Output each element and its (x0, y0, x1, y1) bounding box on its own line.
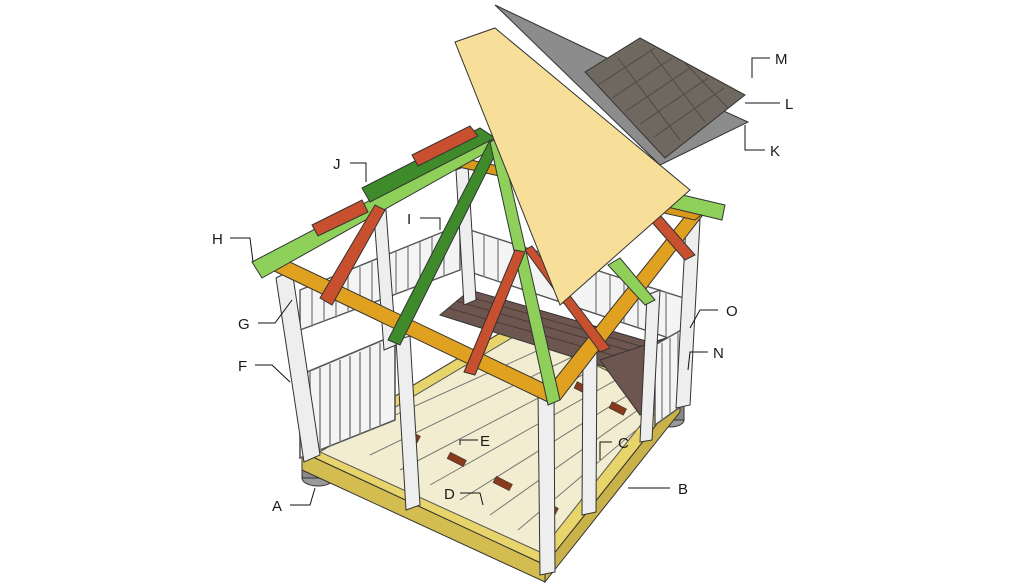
label-L: L (785, 96, 793, 113)
post-right-inner (639, 289, 661, 443)
leader-M (751, 57, 770, 78)
leader-G (258, 299, 293, 324)
label-M: M (775, 51, 788, 68)
blocking-4 (492, 475, 513, 492)
shingle-col-2 (649, 49, 706, 123)
bench-slat-2 (455, 300, 649, 357)
label-O: O (726, 303, 738, 320)
shingle-row-5 (653, 87, 725, 138)
leader-I (420, 217, 441, 230)
rafter-red-mid (463, 249, 526, 376)
leader-J (350, 162, 367, 182)
leader-F (255, 364, 291, 383)
label-J: J (333, 156, 341, 173)
shingle-row-1 (597, 47, 656, 86)
label-I: I (407, 211, 411, 228)
rafter-light-green-right (607, 257, 656, 306)
roof-sheathing-K (454, 27, 691, 306)
leader-K (744, 125, 765, 151)
shingle-row-2 (611, 57, 673, 99)
floor-frame-front-right-face (544, 393, 681, 584)
leader-E (459, 439, 478, 445)
label-F: F (238, 358, 247, 375)
leader-A (290, 487, 316, 506)
leader-H (230, 237, 254, 263)
leader-D (460, 492, 484, 506)
left-railing (299, 333, 396, 460)
label-C: C (618, 435, 629, 452)
joist-6 (489, 399, 653, 516)
hip-board-red-left (311, 199, 369, 237)
label-N: N (713, 345, 724, 362)
label-A: A (272, 498, 282, 515)
label-H: H (212, 231, 223, 248)
label-E: E (480, 433, 490, 450)
blocking-3 (446, 451, 467, 468)
label-B: B (678, 481, 688, 498)
blocking-7 (608, 401, 627, 416)
rafter-red-left (319, 204, 386, 306)
post-front-right (537, 389, 556, 576)
shingle-lines (597, 47, 729, 141)
leader-lines (230, 57, 780, 506)
shingle-col-3 (683, 61, 729, 109)
shingle-row-3 (625, 67, 691, 112)
shingle-col-1 (617, 57, 681, 141)
shingle-row-4 (639, 77, 709, 125)
callout-labels: M L K J I H G F O N C E D B A (212, 51, 793, 515)
label-K: K (770, 143, 780, 160)
leader-O (689, 309, 718, 329)
label-G: G (238, 316, 250, 333)
post-front-middle (395, 335, 421, 511)
label-D: D (444, 486, 455, 503)
leader-N (687, 351, 708, 371)
hip-board-red-top (411, 125, 479, 167)
leader-C (599, 441, 612, 460)
